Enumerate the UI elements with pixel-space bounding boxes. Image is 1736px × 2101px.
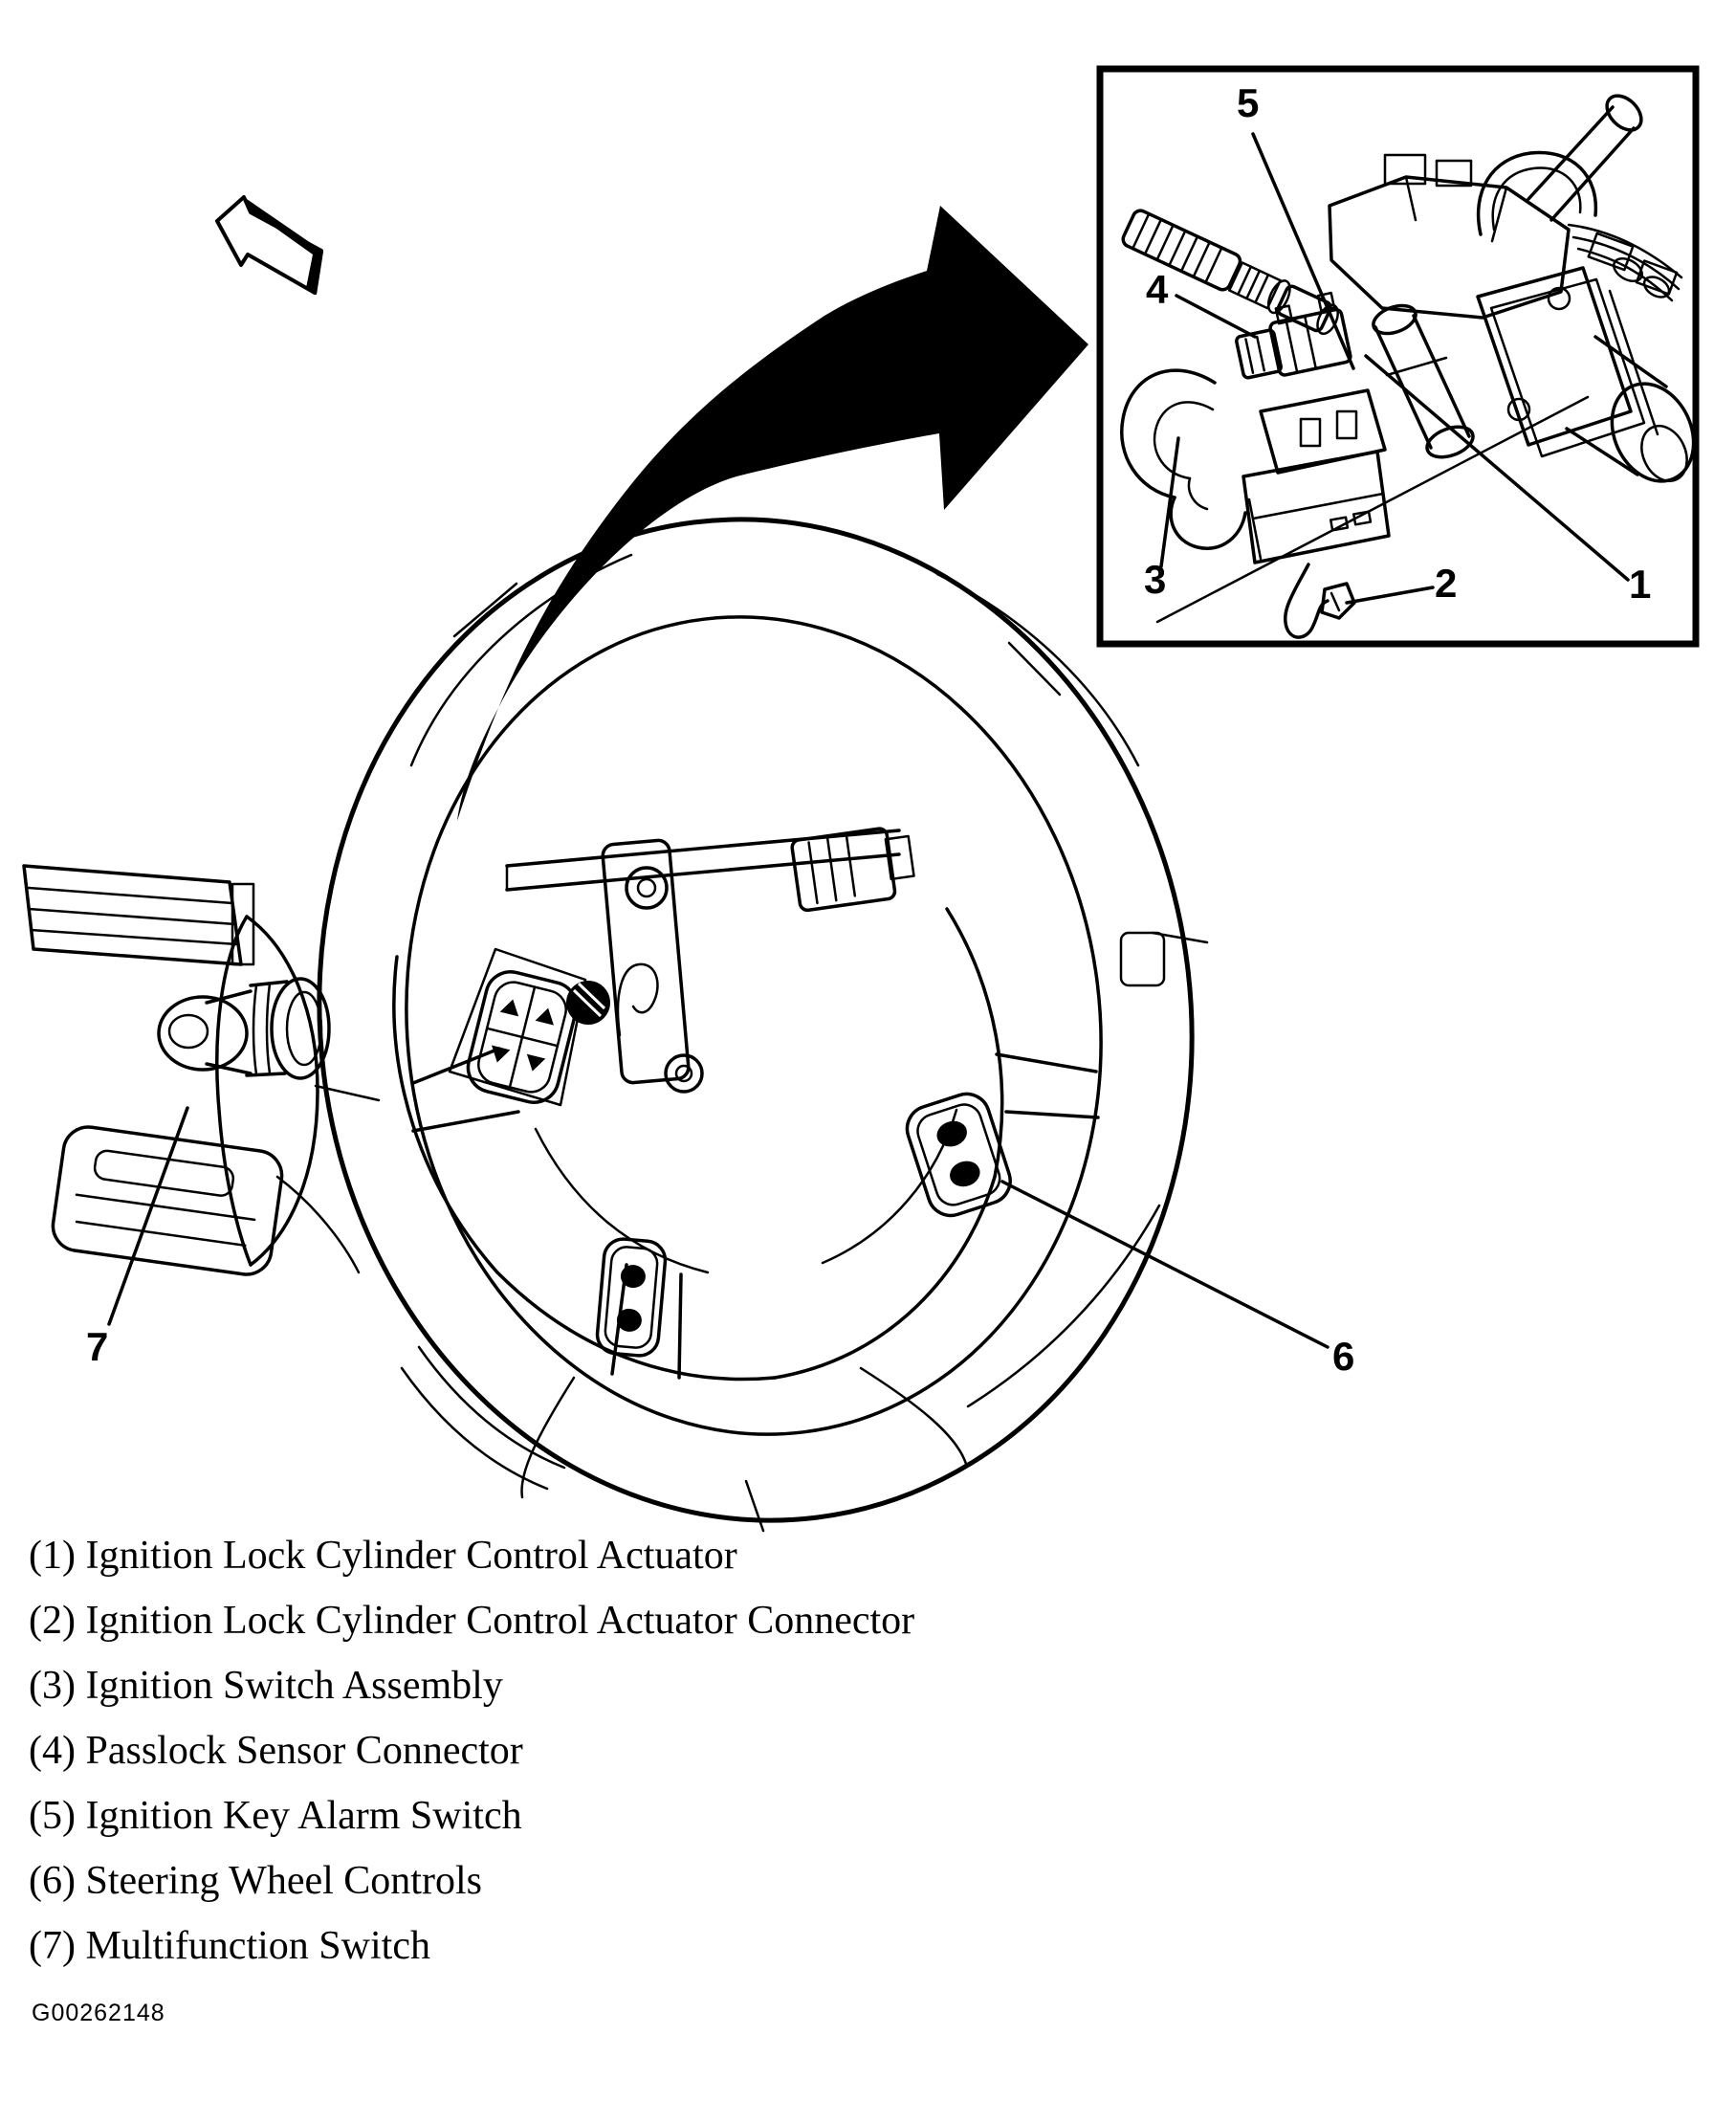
legend-item-5: (5) Ignition Key Alarm Switch: [29, 1794, 522, 1838]
right-steering-controls: [905, 1092, 1012, 1218]
callout-6: 6: [1332, 1334, 1355, 1379]
callout-4: 4: [1146, 267, 1169, 312]
callout-1: 1: [1629, 562, 1652, 607]
steering-column: [22, 864, 361, 1276]
callout-3: 3: [1144, 557, 1167, 602]
direction-arrow-icon: [215, 195, 323, 295]
leader-lines: [107, 132, 1630, 1349]
legend-item-4: (4) Passlock Sensor Connector: [29, 1729, 523, 1773]
legend-item-1: (1) Ignition Lock Cylinder Control Actua…: [29, 1534, 737, 1578]
lower-steering-controls: [595, 1237, 668, 1358]
curved-swoosh-arrow-icon: [457, 206, 1088, 821]
legend: (1) Ignition Lock Cylinder Control Actua…: [29, 1527, 914, 1982]
legend-item-7: (7) Multifunction Switch: [29, 1924, 430, 1968]
legend-item-3: (3) Ignition Switch Assembly: [29, 1664, 503, 1708]
legend-item-6: (6) Steering Wheel Controls: [29, 1859, 482, 1903]
inset-box: [1096, 65, 1700, 648]
callout-7: 7: [86, 1324, 109, 1369]
callout-2: 2: [1435, 561, 1458, 606]
callout-5: 5: [1237, 80, 1260, 125]
legend-item-2: (2) Ignition Lock Cylinder Control Actua…: [29, 1599, 915, 1643]
left-steering-controls: [466, 970, 579, 1104]
steering-wheel: [314, 517, 1209, 1533]
figure-id: G00262148: [32, 2000, 165, 2026]
